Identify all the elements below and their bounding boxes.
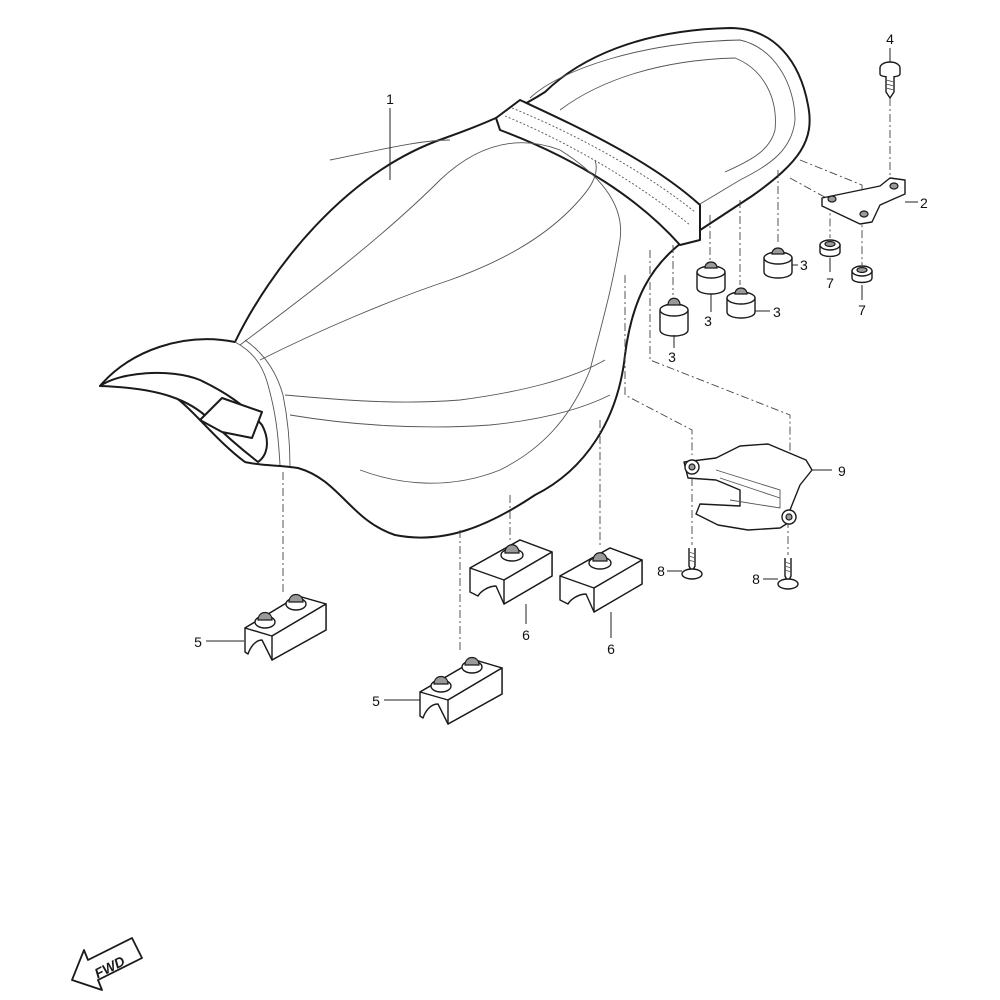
seat-nose	[99, 371, 268, 463]
seat-band	[495, 99, 701, 246]
seat-front-contour-2	[259, 159, 597, 361]
fwd-arrow-icon: FWD	[71, 937, 143, 991]
callout-3: 3	[704, 313, 712, 329]
callout-8: 8	[752, 571, 760, 587]
callout-labels: 1 2 3 3 3 3 4 5 5 6 6 7 7 8 8 9	[194, 31, 928, 709]
callout-7: 7	[826, 275, 834, 291]
callout-7: 7	[858, 302, 866, 318]
screw-8b	[777, 558, 799, 590]
screw-4	[879, 61, 901, 99]
block-5b	[419, 656, 503, 725]
seat-front-contour-5	[329, 139, 451, 161]
nut-7a	[819, 239, 841, 258]
callout-2: 2	[920, 195, 928, 211]
seat-front-contour-3	[284, 359, 606, 403]
callout-3: 3	[773, 304, 781, 320]
callout-9: 9	[838, 463, 846, 479]
callout-3: 3	[668, 349, 676, 365]
callout-6: 6	[607, 641, 615, 657]
seat-front-contour-4	[289, 394, 611, 428]
line-7b	[799, 159, 863, 265]
line-7a	[789, 177, 831, 238]
seat-nose-inner	[234, 341, 281, 466]
seat-nose-tab	[199, 397, 263, 439]
seat-front-contour-1	[239, 142, 622, 484]
damper-3a	[659, 297, 689, 337]
callout-1: 1	[386, 91, 394, 107]
seat-rear-inner	[559, 57, 776, 173]
bracket-9	[683, 443, 813, 531]
callout-6: 6	[522, 627, 530, 643]
damper-3c	[726, 287, 756, 319]
line-9-left	[624, 275, 693, 455]
callout-5: 5	[194, 634, 202, 650]
damper-3b	[696, 261, 726, 295]
block-6b	[559, 547, 643, 613]
screw-8a	[681, 548, 703, 580]
callout-3: 3	[800, 257, 808, 273]
leader-lines	[206, 48, 918, 701]
nut-7b	[851, 265, 873, 284]
seat-band-stitch-2	[511, 107, 696, 213]
callout-5: 5	[372, 693, 380, 709]
seat-nose-inner-2	[244, 339, 291, 467]
callout-4: 4	[886, 31, 894, 47]
block-5a	[244, 593, 327, 661]
seat-assembly	[99, 27, 811, 539]
seat-outline	[99, 27, 811, 539]
damper-3d	[763, 247, 793, 279]
seat-band-stitch	[504, 115, 691, 226]
block-6a	[469, 539, 553, 605]
seat-rear-contour	[529, 39, 796, 211]
bracket-2	[821, 177, 906, 225]
callout-8: 8	[657, 563, 665, 579]
